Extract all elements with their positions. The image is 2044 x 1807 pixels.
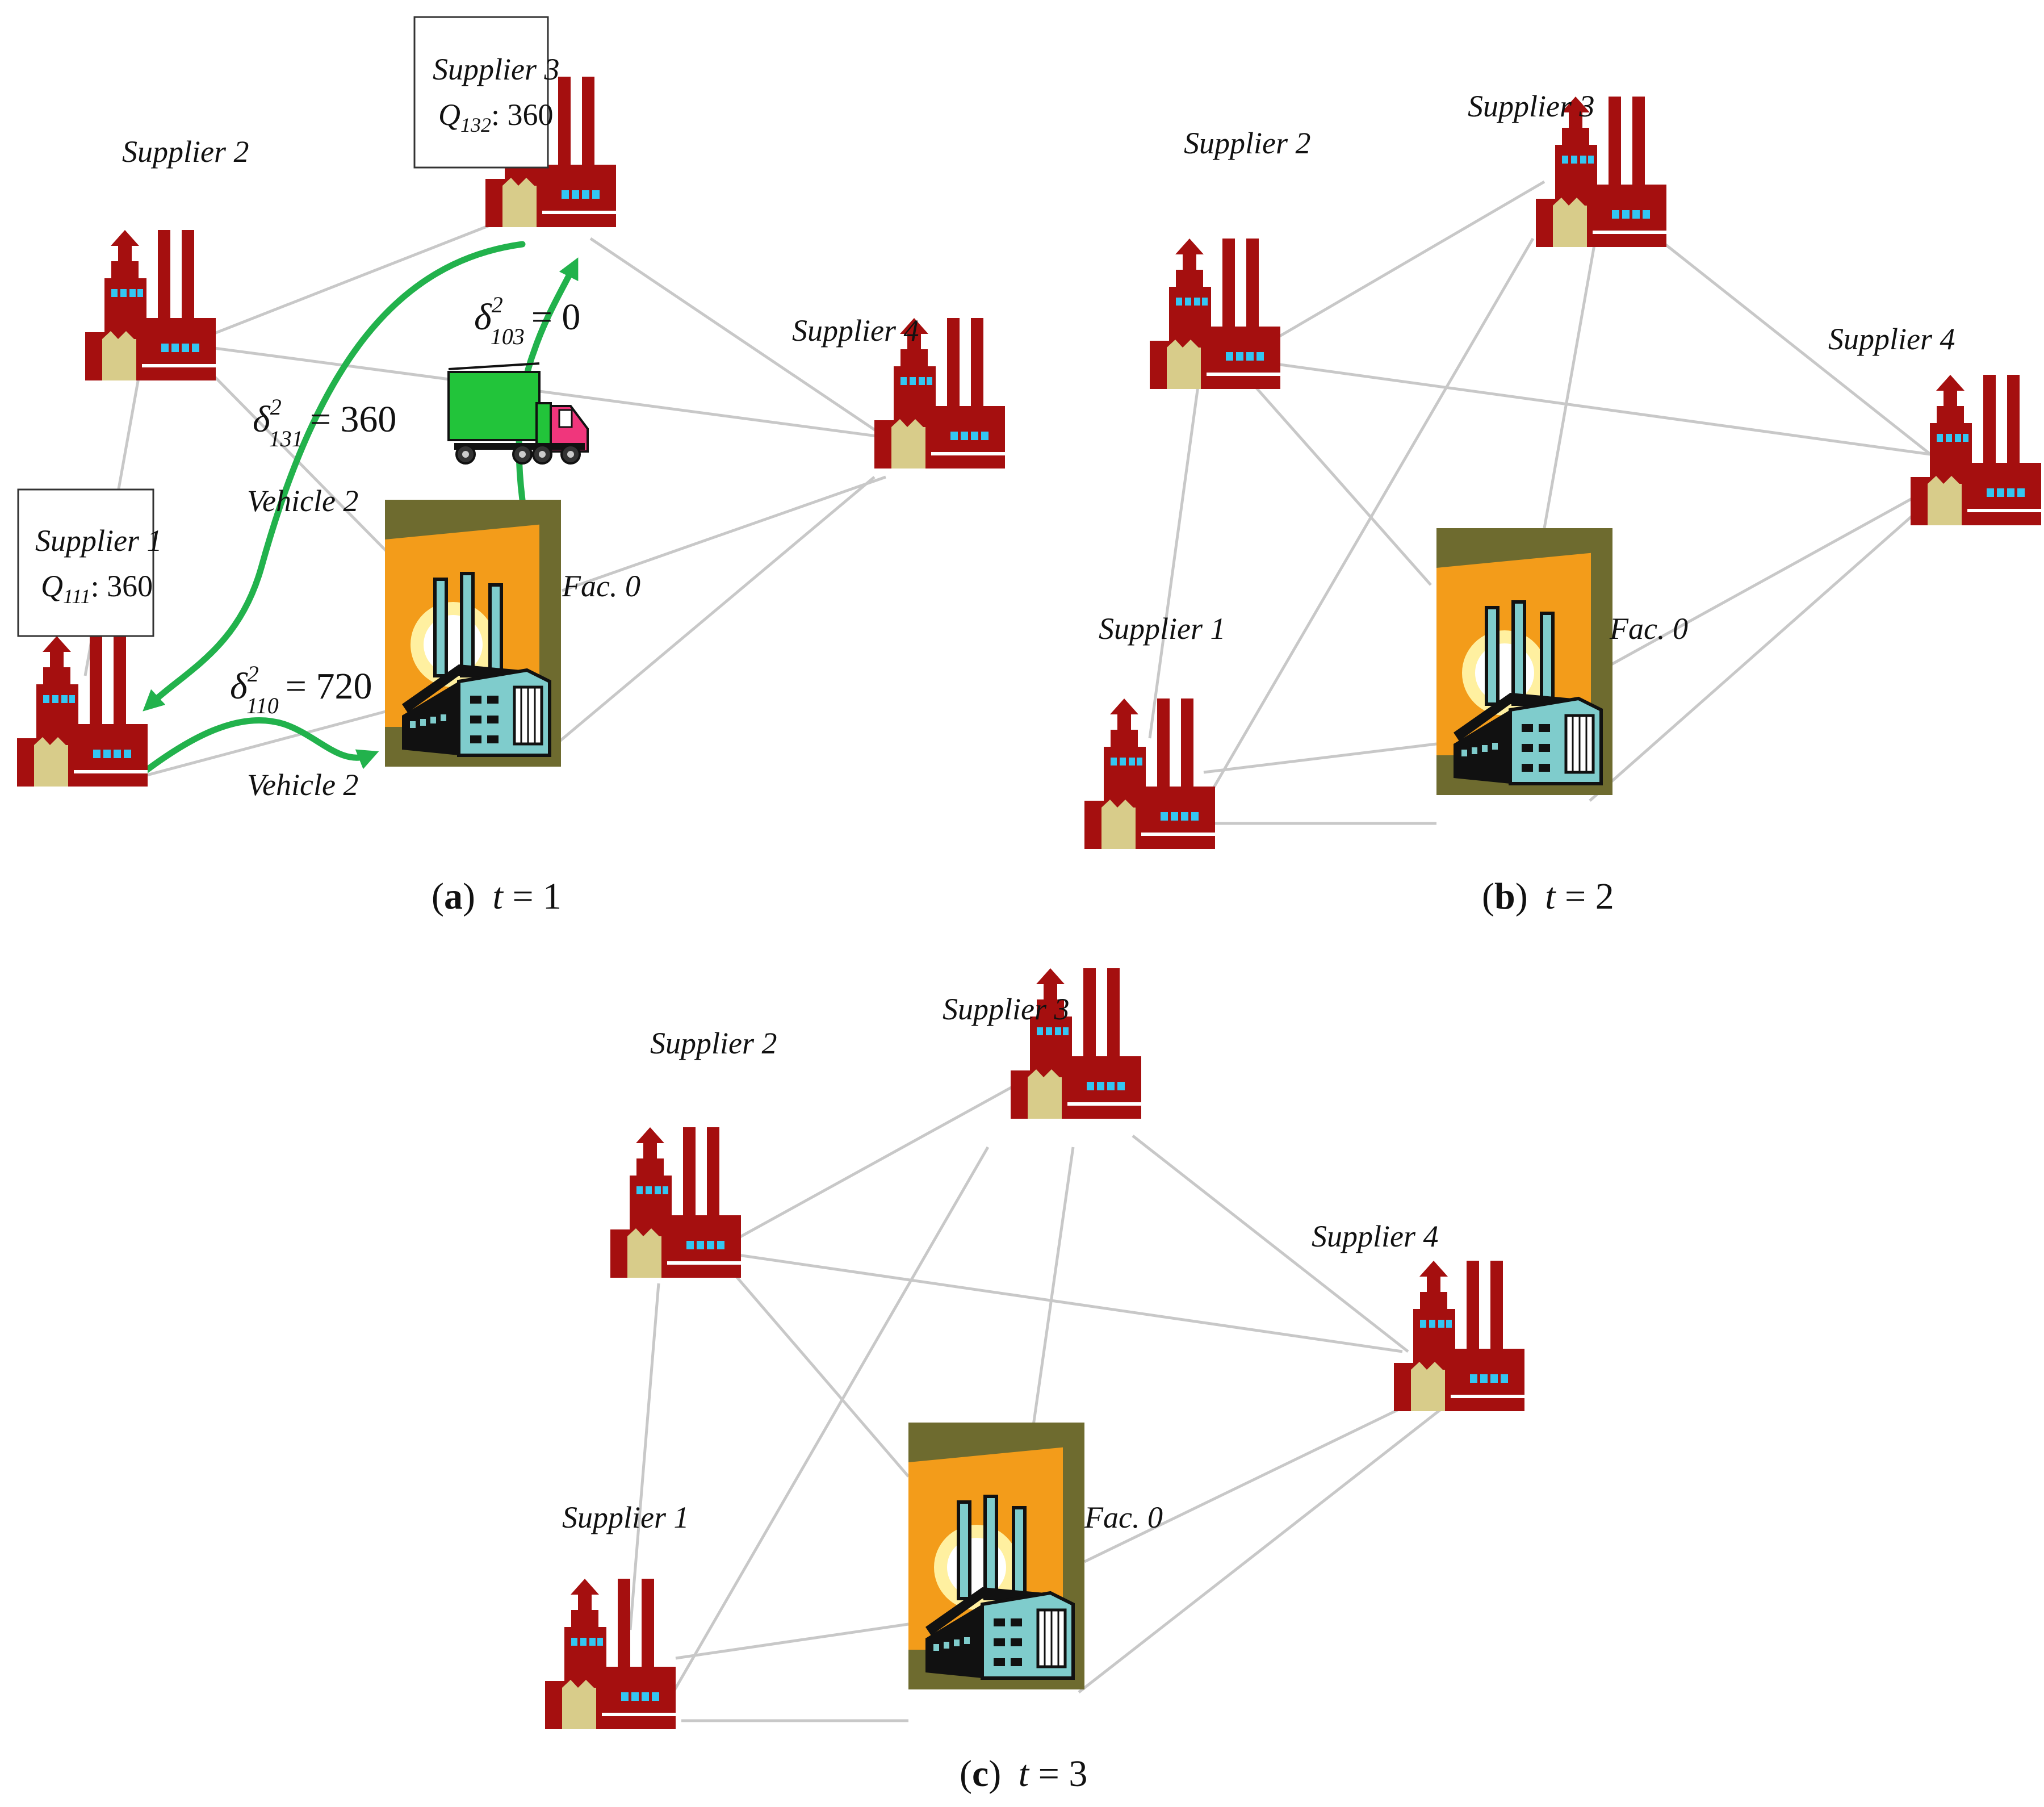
- panel-c-edges: [629, 1083, 1449, 1722]
- panel-c-supplier4-label: Supplier 4: [1312, 1219, 1439, 1253]
- panel-b-supplier2-label: Supplier 2: [1184, 126, 1311, 160]
- panel-c-supplier1-icon: [545, 1579, 676, 1729]
- panel-b-supplier1-label: Supplier 1: [1099, 612, 1226, 646]
- panel-a-supplier3-box-name: Supplier 3: [433, 52, 560, 86]
- panel-a-facility-label: Fac. 0: [562, 569, 640, 603]
- panel-b-facility-label: Fac. 0: [1609, 612, 1688, 646]
- panel-a-edges: [83, 220, 887, 780]
- panel-a: Supplier 2 Supplier 4 Fac. 0 Vehicle 2 V…: [17, 16, 1005, 917]
- panel-a-supplier1-box-name: Supplier 1: [35, 524, 162, 558]
- panel-b-facility-icon: [1436, 528, 1612, 795]
- panel-c-supplier3-icon: [1011, 968, 1141, 1119]
- panel-a-supplier1-quantity: Q111: 360: [41, 569, 153, 608]
- panel-c-supplier1-label: Supplier 1: [562, 1500, 689, 1534]
- panel-b-supplier4-label: Supplier 4: [1828, 322, 1955, 356]
- panel-b: Supplier 2 Supplier 3 Supplier 4 Supplie…: [1084, 89, 2041, 917]
- panel-a-caption: (a) t = 1: [432, 876, 562, 917]
- panel-b-edges: [1148, 180, 1932, 825]
- panel-b-caption: (b) t = 2: [1482, 876, 1614, 917]
- panel-a-supplier4-label: Supplier 4: [792, 313, 919, 348]
- panel-c-supplier2-icon: [610, 1127, 741, 1278]
- panel-a-vehicle-label-upper: Vehicle 2: [247, 484, 358, 518]
- panel-c-supplier4-icon: [1394, 1261, 1524, 1411]
- panel-a-supplier1-box: [17, 488, 154, 637]
- panel-a-vehicle-label-lower: Vehicle 2: [247, 768, 358, 802]
- panel-c-facility-icon: [908, 1423, 1084, 1689]
- panel-b-supplier3-label: Supplier 3: [1468, 89, 1595, 123]
- panel-c-caption: (c) t = 3: [960, 1753, 1087, 1795]
- panel-a-facility-icon: [385, 500, 561, 767]
- panel-a-truck-icon: [447, 362, 589, 465]
- panel-b-supplier1-icon: [1084, 698, 1215, 849]
- panel-b-supplier2-icon: [1150, 239, 1280, 389]
- panel-c: Supplier 2 Supplier 3 Supplier 4 Supplie…: [545, 968, 1524, 1795]
- panel-a-supplier3-box: [413, 16, 549, 169]
- panel-a-supplier1-icon: [17, 636, 148, 787]
- panel-a-supplier2-label: Supplier 2: [122, 135, 249, 169]
- panel-b-supplier4-icon: [1911, 375, 2041, 525]
- panel-c-facility-label: Fac. 0: [1084, 1500, 1163, 1534]
- panel-a-supplier2-icon: [85, 230, 216, 380]
- panel-c-supplier3-label: Supplier 3: [943, 992, 1070, 1026]
- panel-c-supplier2-label: Supplier 2: [650, 1026, 777, 1060]
- panel-a-supplier3-quantity: Q132: 360: [438, 98, 554, 136]
